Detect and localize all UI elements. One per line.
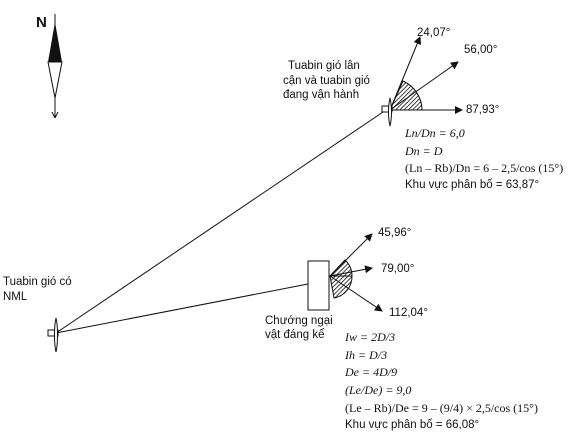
obstacle-angle-1: 45,96° — [378, 227, 411, 239]
neighbor-arrow-24 — [389, 36, 422, 111]
obstacle-formula-6: Khu vực phân bố = 66,08° — [345, 419, 479, 431]
nml-turbine-label-line2: NML — [3, 291, 28, 303]
north-compass-icon: N — [36, 14, 63, 119]
obstacle-formula-4: (Le/De) = 9,0 — [345, 383, 411, 397]
neighbor-angle-2: 56,00° — [464, 44, 497, 56]
neighbor-sector-hatched — [389, 80, 423, 111]
obstacle-angle-2: 79,00° — [381, 263, 414, 275]
compass-north-label: N — [36, 14, 47, 31]
nml-turbine-icon — [47, 317, 59, 353]
obstacle-formula-2: Ih = D/3 — [344, 348, 387, 362]
neighbor-label-line1: Tuabin gió lân — [288, 60, 360, 72]
neighbor-angle-1: 24,07° — [417, 27, 450, 39]
obstacle-arrow-112 — [329, 275, 383, 312]
nml-turbine-label-line1: Tuabin gió có — [3, 276, 72, 288]
neighbor-formula-4: Khu vực phân bố = 63,87° — [405, 179, 539, 191]
line-to-neighbor-turbine — [55, 109, 387, 334]
obstacle-label-line2: vật đáng kể — [265, 329, 324, 341]
obstacle-label-line1: Chướng ngại — [265, 315, 333, 327]
compass-needle-south — [47, 61, 63, 99]
neighbor-angle-3: 87,93° — [466, 104, 499, 116]
neighbor-formula-2: Dn = D — [404, 144, 443, 158]
obstacle-sector-hatched-lower — [329, 275, 353, 299]
line-to-obstacle — [55, 283, 309, 334]
neighbor-arrow-56 — [389, 61, 459, 111]
neighbor-formula-1: Ln/Dn = 6,0 — [404, 126, 465, 140]
obstacle-arrow-79 — [329, 265, 373, 277]
obstacle-formula-1: Iw = 2D/3 — [344, 330, 395, 344]
obstacle-box — [307, 260, 330, 311]
neighbor-formula-3: (Ln – Rb)/Dn = 6 – 2,5/cos (15°) — [405, 161, 563, 175]
neighbor-turbine-icon — [381, 97, 393, 127]
obstacle-arrow-46 — [329, 233, 373, 277]
obstacle-formula-5: (Le – Rb)/De = 9 – (9/4) × 2,5/cos (15°) — [345, 401, 538, 415]
obstacle-angle-3: 112,04° — [389, 307, 428, 319]
neighbor-label-line3: đang vận hành — [283, 89, 359, 101]
compass-needle-north — [48, 22, 62, 62]
neighbor-label-line2: cận và tuabin gió — [283, 75, 370, 87]
obstacle-formula-3: De = 4D/9 — [344, 365, 397, 379]
